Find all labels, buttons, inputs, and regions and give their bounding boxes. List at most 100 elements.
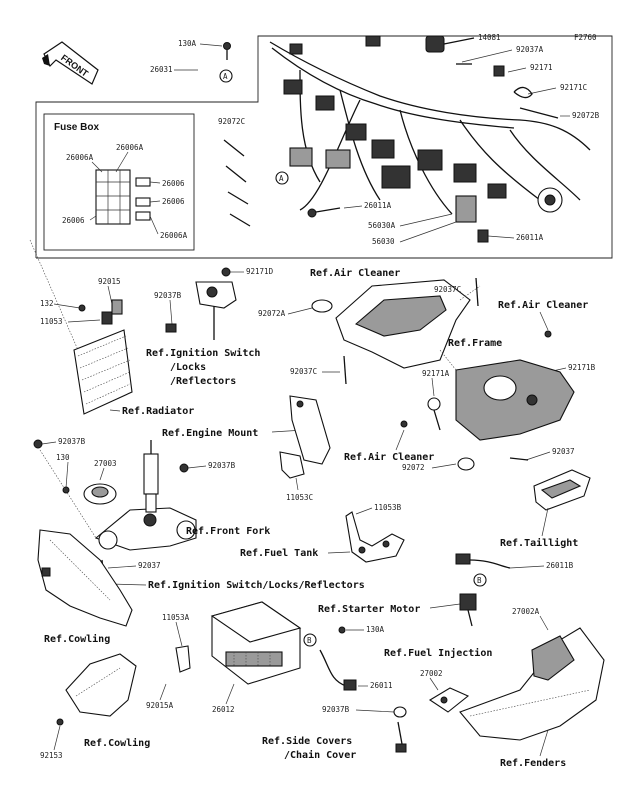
callout-a-top-label: A: [223, 72, 228, 81]
tie-92037-right: [509, 457, 529, 461]
fuse-part-26006-c: 26006: [62, 216, 85, 225]
frame-rear-subframe: [439, 349, 575, 441]
part-56030: 56030: [372, 237, 395, 246]
starter-relay: [459, 593, 477, 627]
part-11053A: 11053A: [162, 613, 190, 622]
ref-taillight: Ref.Taillight: [500, 537, 578, 549]
main-wiring-harness: [269, 35, 591, 223]
sensor-26011B: [455, 553, 511, 569]
bolt-air-cleaner-icon: [544, 330, 552, 338]
ref-cowling-lower: Ref.Cowling: [84, 737, 150, 749]
bracket-11053-icon: [101, 299, 123, 325]
bracket-11053B: [345, 511, 405, 563]
callout-a-mid-label: A: [279, 174, 284, 183]
callout-b-left-label: B: [307, 636, 312, 645]
part-92015: 92015: [98, 277, 121, 286]
part-26031: 26031: [150, 65, 173, 74]
ref-starter-motor: Ref.Starter Motor: [318, 604, 420, 615]
rear-fender-outline: [459, 627, 605, 741]
part-92037A-top: 92037A: [516, 45, 544, 54]
band-92072A-icon: [311, 299, 333, 313]
part-14081: 14081: [478, 33, 501, 42]
part-92171C: 92171C: [560, 83, 587, 92]
ref-engine-mount: Ref.Engine Mount: [162, 427, 258, 439]
ref-cowling-upper: Ref.Cowling: [44, 633, 110, 645]
bolt-icon: [223, 42, 231, 60]
ref-side-covers-line2: /Chain Cover: [284, 749, 356, 761]
ref-radiator: Ref.Radiator: [122, 405, 194, 417]
fuse-part-26006A-bottom: 26006A: [160, 231, 188, 240]
ref-ignition-switch-line2: /Locks: [170, 362, 206, 373]
part-27002A: 27002A: [512, 607, 540, 616]
clip-92171-icon: [493, 65, 505, 77]
upper-cowling-outline: [37, 529, 133, 627]
part-11053: 11053: [40, 317, 63, 326]
part-11053B: 11053B: [374, 503, 402, 512]
part-56030A: 56030A: [368, 221, 396, 230]
diagram-code: F2760: [574, 33, 597, 42]
part-92037B-bot: 92037B: [322, 705, 350, 714]
tie-92037C-top: [475, 277, 479, 307]
part-92037B-left: 92037B: [58, 437, 86, 446]
side-cover-bracket: [395, 721, 407, 753]
switch-27002-icon: [428, 687, 470, 713]
bolt-ref-air-cleaner-mid: [400, 420, 408, 428]
fuse-box-title: Fuse Box: [54, 122, 99, 133]
part-92171: 92171: [530, 63, 553, 72]
clip-92171C: [513, 86, 533, 99]
bolt-132-icon: [78, 304, 86, 312]
sensor-26011A-icon: [307, 207, 341, 218]
lower-cowling-outline: [65, 653, 137, 717]
ref-ignition-switch-line3: /Reflectors: [170, 376, 236, 387]
band-92072-icon: [457, 457, 475, 471]
ref-air-cleaner-right: Ref.Air Cleaner: [498, 299, 588, 311]
part-130A-top: 130A: [178, 39, 197, 48]
front-arrow-icon: FRONT: [42, 41, 99, 85]
bolt-92153-icon: [56, 718, 64, 726]
part-92171B: 92171B: [568, 363, 596, 372]
callout-a-mid: [275, 171, 289, 185]
bolt-130A-mid-icon: [338, 626, 346, 634]
ref-air-cleaner-mid: Ref.Air Cleaner: [344, 451, 434, 463]
radiator-outline: [29, 239, 133, 415]
bolt-130-icon: [62, 486, 70, 494]
part-26011B: 26011B: [546, 561, 574, 570]
ecu-26012: [210, 601, 302, 685]
clip-92171A-icon: [427, 397, 441, 431]
cable-ties-92072C: [223, 139, 251, 227]
callout-a-top: [219, 69, 233, 83]
part-92037-right: 92037: [552, 447, 575, 456]
ref-fuel-tank: Ref.Fuel Tank: [240, 548, 318, 559]
key-switch-27003-icon: [83, 483, 117, 505]
air-cleaner-housing: [335, 279, 481, 369]
part-92072B: 92072B: [572, 111, 600, 120]
clip-92171D-icon: [221, 267, 231, 277]
part-92072A: 92072A: [258, 309, 286, 318]
ref-fuel-injection: Ref.Fuel Injection: [384, 647, 492, 659]
connector-14081-icon: [425, 35, 475, 53]
part-11053C: 11053C: [286, 493, 313, 502]
tie-92037C-bot: [343, 355, 347, 385]
callout-b-right-label: B: [477, 576, 482, 585]
ref-ignition-switch-locks-reflectors: Ref.Ignition Switch/Locks/Reflectors: [148, 579, 365, 591]
callout-b-left: [303, 633, 317, 647]
part-27003: 27003: [94, 459, 117, 468]
fuse-part-26006-a: 26006: [162, 179, 185, 188]
part-26011A-mid: 26011A: [364, 201, 392, 210]
bracket-11053A: [175, 645, 191, 673]
sensor-26011A-right-icon: [477, 229, 489, 243]
fuse-part-26006A-left: 26006A: [66, 153, 94, 162]
fuse-box-inset: Fuse Box 26006A 26006A 26006 26006 26006…: [43, 113, 195, 251]
part-130A-mid: 130A: [366, 625, 385, 634]
part-26011A-right: 26011A: [516, 233, 544, 242]
part-92072: 92072: [402, 463, 425, 472]
part-92171D: 92171D: [246, 267, 274, 276]
part-92015A: 92015A: [146, 701, 174, 710]
steering-stem-triple-clamp: [39, 440, 197, 551]
ignition-switch-bracket: [165, 281, 237, 340]
part-130: 130: [56, 453, 70, 462]
part-92037B-mid: 92037B: [208, 461, 236, 470]
part-92171A: 92171A: [422, 369, 450, 378]
part-26011: 26011: [370, 681, 393, 690]
